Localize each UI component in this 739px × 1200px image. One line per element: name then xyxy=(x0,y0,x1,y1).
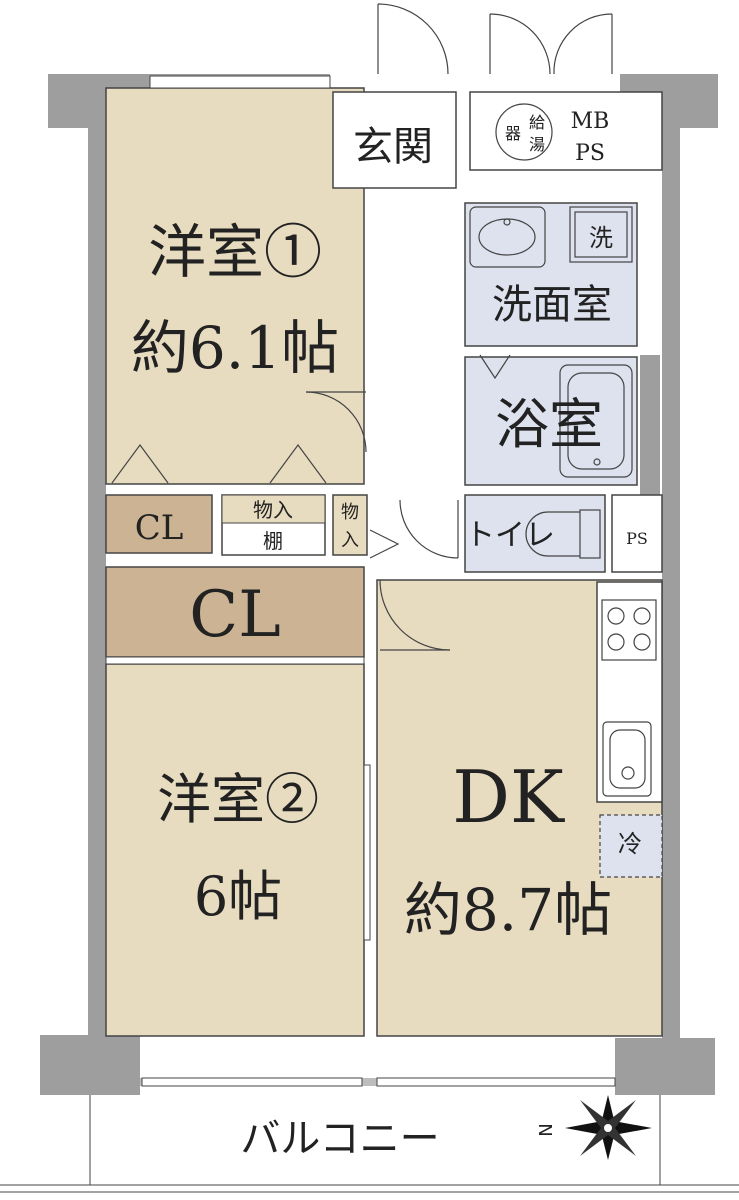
stove-icon xyxy=(601,599,657,661)
bath-floor xyxy=(464,356,638,486)
basin-icon xyxy=(469,206,546,268)
sink-icon xyxy=(602,721,652,797)
mbps-line1: MB xyxy=(571,109,610,134)
cl-small-floor xyxy=(105,494,213,554)
storage-small-floor xyxy=(332,494,368,556)
water-heater-line3: 器 xyxy=(505,124,521,143)
bathtub-icon xyxy=(559,364,633,478)
washroom-label: 洗面室 xyxy=(492,282,612,328)
western2-name: 洋室② xyxy=(157,768,319,831)
fridge-box xyxy=(599,814,663,878)
dk-name: DK xyxy=(452,755,565,839)
washroom-floor xyxy=(464,202,638,347)
fridge-label: 冷 xyxy=(618,830,642,858)
western1-name: 洋室① xyxy=(148,218,322,286)
western2-floor xyxy=(105,663,365,1037)
entrance-floor xyxy=(332,91,457,189)
water-heater-line2: 湯 xyxy=(529,135,545,154)
balcony-label: バルコニー xyxy=(240,1116,439,1162)
storage-shelf-bottom: 棚 xyxy=(263,529,283,553)
storage-small-line1: 物 xyxy=(341,502,359,523)
water-heater-circle xyxy=(495,103,553,161)
compass-north-label: N xyxy=(536,1123,557,1136)
ps-box xyxy=(611,494,663,573)
cl-small-label: CL xyxy=(135,508,184,548)
storage-small-line2: 入 xyxy=(341,530,359,551)
mbps-line2: PS xyxy=(575,141,605,166)
balcony-area xyxy=(0,1095,739,1193)
storage-shelf-top: 物入 xyxy=(253,498,293,522)
windows xyxy=(105,75,616,1087)
western1-floor xyxy=(105,87,365,485)
storage-shelf-top-floor xyxy=(221,494,326,524)
toilet-label: トイレ xyxy=(465,518,555,553)
toilet-floor xyxy=(464,494,606,573)
water-heater-line1: 給 xyxy=(529,113,545,132)
western2-size: 6帖 xyxy=(194,865,282,928)
doors xyxy=(111,3,613,651)
compass-icon xyxy=(565,1095,652,1160)
toilet-icon xyxy=(525,509,601,559)
entrance-label: 玄関 xyxy=(353,124,433,170)
cl-large-label: CL xyxy=(189,578,280,652)
ps-label: PS xyxy=(626,529,648,548)
cl-large-floor xyxy=(105,566,365,658)
washer-label: 洗 xyxy=(589,224,613,252)
dk-size: 約8.7帖 xyxy=(404,876,612,944)
kitchen-counter xyxy=(596,581,663,803)
western1-size: 約6.1帖 xyxy=(131,314,339,382)
bath-label: 浴室 xyxy=(495,393,603,456)
washer-icon xyxy=(569,206,633,263)
